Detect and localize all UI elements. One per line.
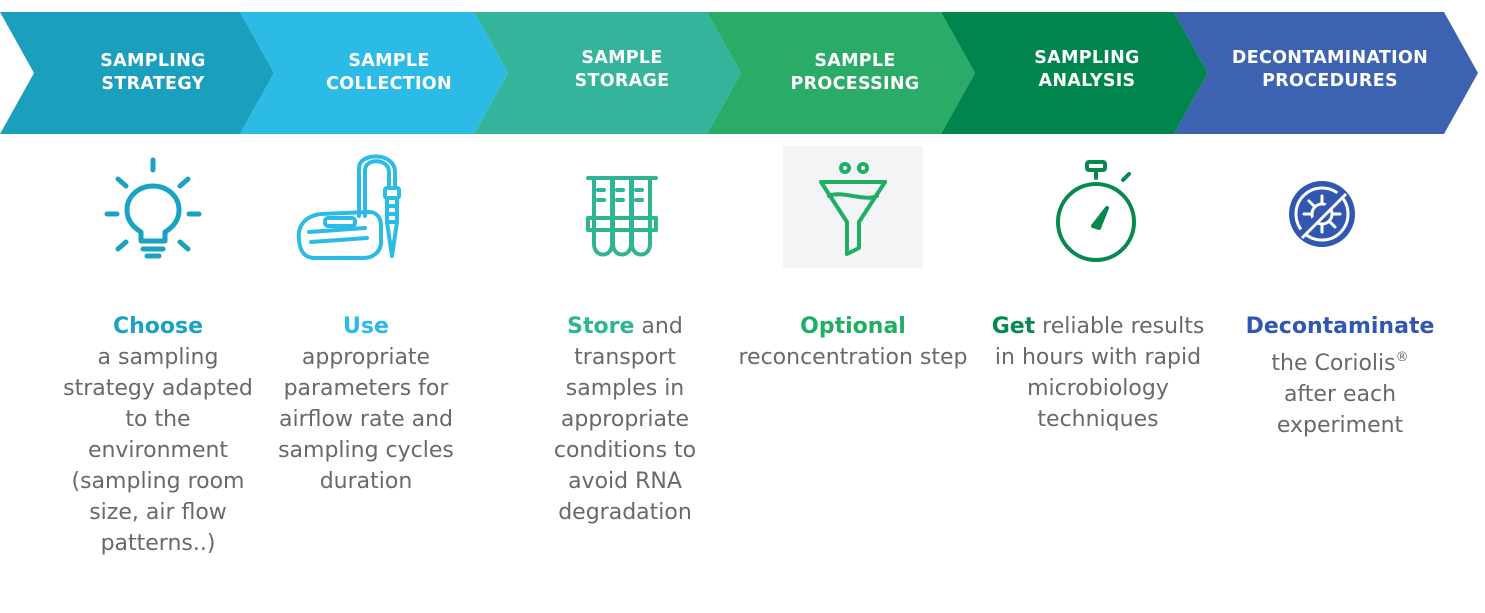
- arrow-sample-storage: [474, 12, 741, 134]
- test-tubes-icon: [586, 176, 658, 257]
- keyword-choose: Choose: [112, 314, 204, 339]
- desc-sample-storage: Store and transport samples in appropria…: [530, 311, 720, 528]
- step-title-sample-processing: SAMPLE PROCESSING: [755, 50, 955, 96]
- arrow-sample-processing: [707, 12, 975, 134]
- desc-sampling-strategy: Choose a sampling strategy adapted to th…: [58, 311, 258, 559]
- title-line: SAMPLE: [348, 51, 430, 71]
- title-line: STORAGE: [574, 71, 670, 91]
- virus-prohibited-icon: [1289, 181, 1355, 247]
- icon-tile-4: [783, 146, 923, 268]
- description-text: a sampling strategy adapted to the envir…: [63, 345, 253, 556]
- icon-tile-3: [552, 146, 692, 268]
- desc-sample-collection: Use appropriate parameters for airflow r…: [276, 311, 456, 497]
- step-title-sampling-analysis: SAMPLING ANALYSIS: [987, 47, 1187, 93]
- step-title-sampling-strategy: SAMPLING STRATEGY: [53, 50, 253, 96]
- step-title-sample-collection: SAMPLE COLLECTION: [289, 50, 489, 96]
- lightbulb-icon: [104, 157, 202, 259]
- keyword-decontaminate: Decontaminate: [1245, 314, 1435, 339]
- keyword-optional: Optional: [800, 314, 906, 339]
- keyword-store: Store: [567, 314, 635, 339]
- title-line: SAMPLING: [1034, 48, 1140, 68]
- arrow-decontamination-procedures: [1174, 12, 1478, 134]
- icon-tile-6: [1260, 146, 1400, 268]
- desc-sampling-analysis: Get reliable results in hours with rapid…: [988, 311, 1208, 435]
- process-arrow-band: [0, 12, 1478, 134]
- description-tail: after each experiment: [1276, 382, 1404, 438]
- registered-mark: ®: [1395, 350, 1409, 365]
- arrow-sampling-strategy: [0, 12, 274, 134]
- funnel-icon: [819, 162, 887, 256]
- stopwatch-icon: [1056, 160, 1136, 262]
- description-text: and transport samples in appropriate con…: [553, 314, 697, 525]
- title-line: PROCESSING: [790, 74, 920, 94]
- icon-tile-5: [1029, 146, 1169, 268]
- title-line: PROCEDURES: [1262, 71, 1398, 91]
- title-line: SAMPLE: [581, 48, 663, 68]
- description-text: the Coriolis: [1271, 351, 1396, 376]
- step-title-sample-storage: SAMPLE STORAGE: [522, 47, 722, 93]
- description-text: reconcentration step: [738, 345, 968, 370]
- icon-tile-1: [83, 146, 223, 268]
- keyword-use: Use: [343, 314, 389, 339]
- keyword-get: Get: [991, 314, 1036, 339]
- air-sampler-icon: [296, 154, 401, 260]
- step-title-decontamination-procedures: DECONTAMINATION PROCEDURES: [1200, 47, 1460, 93]
- title-line: DECONTAMINATION: [1231, 48, 1429, 68]
- icon-tile-2: [285, 146, 425, 268]
- arrow-sample-collection: [240, 12, 508, 134]
- arrow-sampling-analysis: [941, 12, 1208, 134]
- title-line: ANALYSIS: [1038, 71, 1136, 91]
- description-text: appropriate parameters for airflow rate …: [278, 345, 454, 494]
- title-line: SAMPLING: [100, 51, 206, 71]
- title-line: SAMPLE: [814, 51, 896, 71]
- title-line: STRATEGY: [101, 74, 205, 94]
- desc-sample-processing: Optional reconcentration step: [738, 311, 968, 373]
- desc-decontamination-procedures: Decontaminate the Coriolis® after each e…: [1220, 311, 1460, 441]
- title-line: COLLECTION: [326, 74, 452, 94]
- description-text: reliable results in hours with rapid mic…: [994, 314, 1205, 432]
